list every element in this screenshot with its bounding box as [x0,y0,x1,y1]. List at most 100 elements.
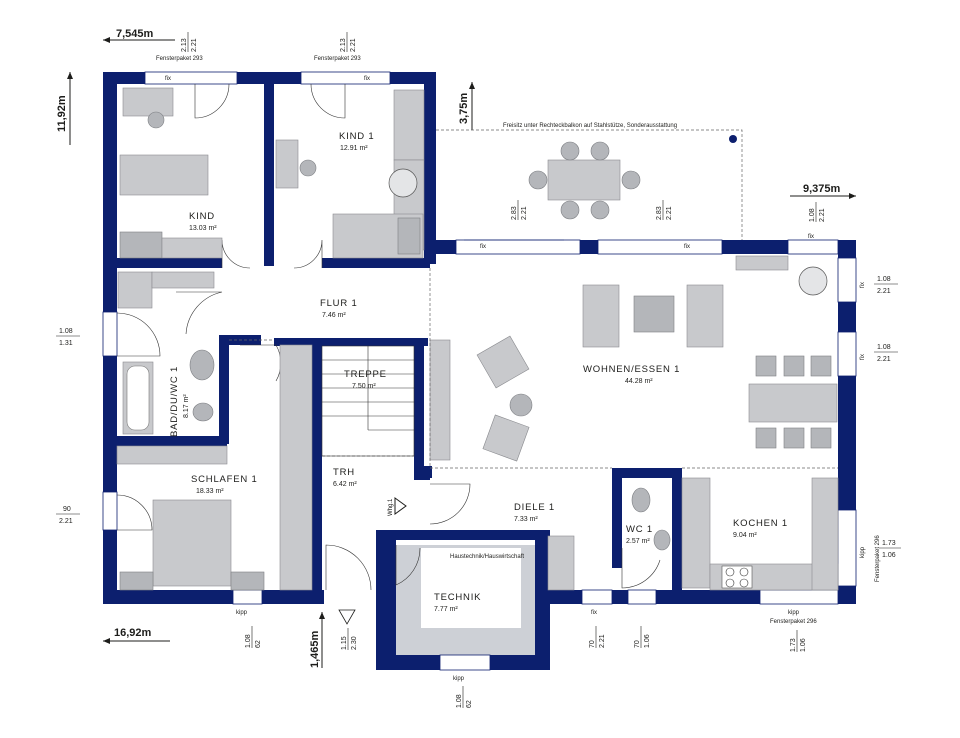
kipp-label-2: kipp [788,610,800,616]
room-area-wohnen: 44.28 m² [625,378,653,385]
fensterpaket-293-mid: Fensterpaket 293 [314,56,361,62]
kipp-label-1: kipp [236,610,248,616]
dim-right-3-b: 1.06 [882,552,896,559]
furniture [116,87,839,591]
dim-7545: 7,545m [116,28,154,40]
open-area-boundaries [229,268,838,469]
room-area-technik: 7.77 m² [434,606,458,613]
dining-table [748,383,838,423]
kitchen-counter-left [681,477,711,589]
room-area-wc: 2.57 m² [626,538,650,545]
shower [117,271,153,309]
sofa-right [686,284,724,348]
dim-bot-1-a: 1.08 [245,634,252,648]
dim-left-2-b: 2.21 [59,518,73,525]
room-name-trh: TRH [333,467,355,478]
dim-375: 3,75m [458,93,470,124]
dim-bot-3-b: 2.21 [599,634,606,648]
walls [103,72,856,670]
dim-bot-2-b: 2.30 [351,636,358,650]
dim-left-2-a: 90 [63,506,71,513]
dim-bot-6-a: 1.08 [456,694,463,708]
dim-balc-l-a: 2.83 [511,206,518,220]
wardrobe-corridor [279,344,313,591]
room-name-wohnen: WOHNEN/ESSEN 1 [583,364,680,375]
dim-1192: 11,92m [56,95,68,132]
room-name-wc: WC 1 [626,524,653,535]
dim-1692: 16,92m [114,627,152,639]
room-name-treppe: TREPPE [344,369,387,380]
dim-left-1-a: 1.08 [59,328,73,335]
dim-right-1-b: 2.21 [877,288,891,295]
fix-label-5: fix [808,234,814,240]
room-name-technik: TECHNIK [434,592,481,603]
dim-right-1-a: 1.08 [877,276,891,283]
dim-left-1-b: 1.31 [59,340,73,347]
room-name-kochen: KOCHEN 1 [733,518,788,529]
fensterpaket-296-right: Fensterpaket 296 [875,535,881,582]
room-area-schlafen: 18.33 m² [196,488,224,495]
dim-right-2-b: 2.21 [877,356,891,363]
room-area-kind1: 12.91 m² [340,145,368,152]
dim-9375: 9,375m [803,183,841,195]
kind-bed [119,154,209,196]
dim-bot-4-a: 70 [634,640,641,648]
staircase [321,345,415,457]
window-labels: fix fix fix fix fix fix fix fix kipp kip… [165,76,866,682]
hauswirtschaft-label: Haustechnik/Hauswirtschaft [450,554,524,560]
dim-top-left-a: 2.13 [181,38,188,52]
dim-bot-4-b: 1.06 [644,634,651,648]
fix-label-1: fix [165,76,171,82]
windows [102,71,857,671]
fix-label-7: fix [860,282,866,288]
kipp-label-3: kipp [453,676,465,682]
dim-bot-5-b: 1.06 [800,638,807,652]
fix-label-4: fix [684,244,690,250]
room-area-diele: 7.33 m² [514,516,538,523]
room-area-bad: 8.17 m² [183,394,190,418]
kind-desk [122,87,174,117]
whg-label: Whg.1 [388,498,394,516]
dim-right-top-b: 2.21 [819,208,826,222]
room-labels: KIND 13.03 m² KIND 1 12.91 m² FLUR 1 7.4… [169,131,788,613]
fensterpaket-293-left: Fensterpaket 293 [156,56,203,62]
dim-bot-1-b: 62 [255,640,262,648]
dim-top-left-b: 2.21 [191,38,198,52]
fix-label-3: fix [480,244,486,250]
window-dimensions: 2.13 2.21 Fensterpaket 293 2.13 2.21 Fen… [56,32,901,708]
room-name-kind1: KIND 1 [339,131,374,142]
dim-right-3-a: 1.73 [882,540,896,547]
room-name-diele: DIELE 1 [514,502,555,513]
fix-label-2: fix [364,76,370,82]
room-name-kind: KIND [189,211,215,222]
dim-balc-l-b: 2.21 [521,206,528,220]
dim-bot-2-a: 1.15 [341,636,348,650]
fix-label-8: fix [860,354,866,360]
dim-bot-5-a: 1.73 [790,638,797,652]
room-area-kochen: 9.04 m² [733,532,757,539]
doors [116,83,661,625]
room-area-kind: 13.03 m² [189,225,217,232]
schlafen-bed [152,499,232,587]
dim-top-mid-a: 2.13 [340,38,347,52]
dim-right-top-a: 1.08 [809,208,816,222]
dim-1465: 1,465m [309,630,321,668]
dimension-markers: 7,545m 11,92m 3,75m 9,375m 16,92m 1,465m [56,28,856,668]
dim-bot-6-b: 62 [466,700,473,708]
balcony-note: Freisitz unter Rechteckbalkon auf Stahls… [503,123,677,129]
room-name-bad: BAD/DU/WC 1 [169,366,180,437]
room-name-flur: FLUR 1 [320,298,358,309]
dim-balc-r-b: 2.21 [666,206,673,220]
balcony-table [547,159,621,201]
room-area-trh: 6.42 m² [333,481,357,488]
dim-balc-r-a: 2.83 [656,206,663,220]
balcony-area: Freisitz unter Rechteckbalkon auf Stahls… [436,123,743,240]
sofa-left [582,284,620,348]
room-area-treppe: 7.50 m² [352,383,376,390]
dim-right-2-a: 1.08 [877,344,891,351]
room-area-flur: 7.46 m² [322,312,346,319]
kind1-desk [275,139,299,189]
fensterpaket-296-bottom: Fensterpaket 296 [770,619,817,625]
room-name-schlafen: SCHLAFEN 1 [191,474,258,485]
